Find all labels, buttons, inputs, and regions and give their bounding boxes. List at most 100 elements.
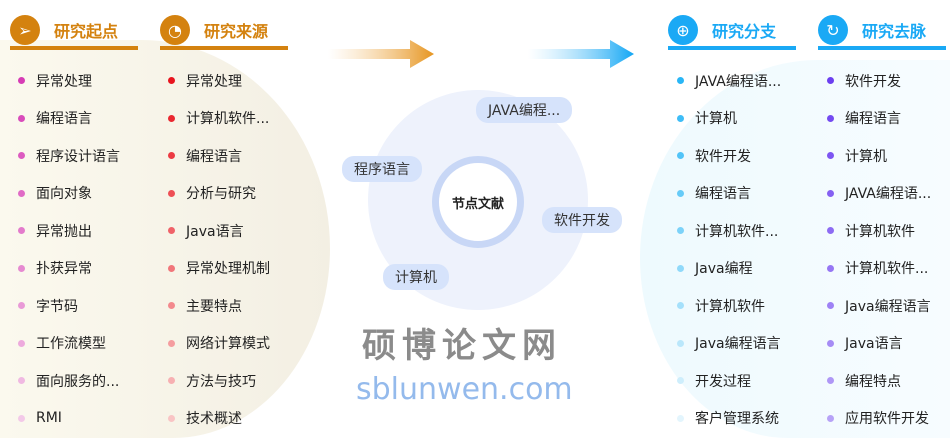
list-item[interactable]: 工作流模型 (18, 325, 120, 363)
item-label: Java语言 (186, 223, 244, 240)
list-item[interactable]: 编程语言 (677, 175, 781, 213)
list-item[interactable]: 开发过程 (677, 362, 781, 400)
header-title: 研究去脉 (862, 22, 927, 41)
item-label: Java语言 (845, 336, 903, 353)
list-item[interactable]: JAVA编程语... (677, 62, 781, 100)
blue-arrow-icon (528, 40, 634, 68)
list-item[interactable]: 面向服务的... (18, 362, 120, 400)
list-item[interactable]: 分析与研究 (168, 175, 270, 213)
list-item[interactable]: Java编程 (677, 250, 781, 288)
list-item[interactable]: 客户管理系统 (677, 400, 781, 438)
list-item[interactable]: Java编程语言 (677, 325, 781, 363)
bullet-icon (827, 189, 834, 197)
header-title: 研究起点 (54, 22, 119, 41)
item-label: 异常处理机制 (186, 261, 270, 278)
bullet-icon (827, 302, 834, 310)
list-item[interactable]: 计算机软件 (827, 212, 931, 250)
list-item[interactable]: 技术概述 (168, 400, 270, 438)
header-title: 研究分支 (712, 22, 777, 41)
bullet-icon (677, 152, 684, 160)
bullet-icon (168, 189, 175, 197)
header-underline (160, 46, 288, 50)
orange-arrow-icon (328, 40, 434, 68)
bullet-icon (827, 414, 834, 422)
list-item[interactable]: 异常抛出 (18, 212, 120, 250)
list-item[interactable]: RMI (18, 400, 120, 438)
bullet-icon (677, 339, 684, 347)
list-item[interactable]: 计算机软件... (677, 212, 781, 250)
list-item[interactable]: JAVA编程语... (827, 175, 931, 213)
list-item[interactable]: 面向对象 (18, 175, 120, 213)
list-item[interactable]: 软件开发 (677, 137, 781, 175)
list-item[interactable]: 字节码 (18, 287, 120, 325)
watermark-url: sblunwen.com (356, 372, 573, 407)
list-item[interactable]: 异常处理机制 (168, 250, 270, 288)
header-title: 研究来源 (204, 22, 269, 41)
list-item[interactable]: 主要特点 (168, 287, 270, 325)
list-item[interactable]: Java语言 (827, 325, 931, 363)
list-item[interactable]: 编程特点 (827, 362, 931, 400)
bullet-icon (18, 189, 25, 197)
bullet-icon (827, 339, 834, 347)
item-label: 编程语言 (845, 111, 901, 128)
column-research-source: 异常处理计算机软件... 编程语言分析与研究 Java语言异常处理机制主要特点网络计… (168, 62, 270, 437)
list-item[interactable]: 编程语言 (827, 100, 931, 138)
item-label: 编程语言 (36, 111, 92, 128)
bullet-icon (168, 377, 175, 385)
list-item[interactable]: Java语言 (168, 212, 270, 250)
bullet-icon (18, 77, 25, 85)
item-label: 异常抛出 (36, 223, 92, 240)
bullet-icon (168, 77, 175, 85)
bullet-icon (677, 264, 684, 272)
item-label: 编程语言 (186, 148, 242, 165)
list-item[interactable]: 软件开发 (827, 62, 931, 100)
item-label: Java编程 (695, 261, 753, 278)
research-trend-icon: ↻ (818, 15, 848, 45)
list-item[interactable]: 编程语言 (168, 137, 270, 175)
list-item[interactable]: Java编程语言 (827, 287, 931, 325)
item-label: 面向对象 (36, 186, 92, 203)
list-item[interactable]: 异常处理 (18, 62, 120, 100)
item-label: Java编程语言 (845, 298, 931, 315)
list-item[interactable]: 方法与技巧 (168, 362, 270, 400)
bullet-icon (827, 227, 834, 235)
center-node-pill[interactable]: 计算机 (383, 264, 449, 290)
item-label: RMI (36, 410, 62, 427)
bullet-icon (677, 114, 684, 122)
center-node-pill[interactable]: JAVA编程... (476, 97, 573, 123)
list-item[interactable]: 计算机软件... (168, 100, 270, 138)
header-research-trend: ↻ 研究去脉 (818, 10, 946, 50)
list-item[interactable]: 计算机软件... (827, 250, 931, 288)
item-label: 异常处理 (36, 73, 92, 90)
list-item[interactable]: 计算机软件 (677, 287, 781, 325)
item-label: 面向服务的... (36, 373, 120, 390)
list-item[interactable]: 应用软件开发 (827, 400, 931, 438)
item-label: 主要特点 (186, 298, 242, 315)
right-background (640, 60, 950, 438)
list-item[interactable]: 网络计算模式 (168, 325, 270, 363)
item-label: 字节码 (36, 298, 78, 315)
center-node-pill[interactable]: 软件开发 (542, 207, 622, 233)
item-label: 网络计算模式 (186, 336, 270, 353)
bullet-icon (827, 264, 834, 272)
item-label: 应用软件开发 (845, 411, 929, 428)
list-item[interactable]: 计算机 (827, 137, 931, 175)
bullet-icon (18, 264, 25, 272)
center-node-pill[interactable]: 程序语言 (342, 156, 422, 182)
header-underline (10, 46, 138, 50)
list-item[interactable]: 扑获异常 (18, 250, 120, 288)
list-item[interactable]: 异常处理 (168, 62, 270, 100)
list-item[interactable]: 编程语言 (18, 100, 120, 138)
watermark-logo: 硕博论文网 (362, 326, 562, 366)
bullet-icon (18, 114, 25, 122)
item-label: 计算机软件... (695, 223, 779, 240)
bullet-icon (18, 227, 25, 235)
bullet-icon (677, 189, 684, 197)
list-item[interactable]: 计算机 (677, 100, 781, 138)
list-item[interactable]: 程序设计语言 (18, 137, 120, 175)
item-label: 计算机软件 (695, 298, 765, 315)
bullet-icon (827, 114, 834, 122)
bullet-icon (677, 302, 684, 310)
center-node[interactable]: 节点文献 (432, 156, 524, 248)
